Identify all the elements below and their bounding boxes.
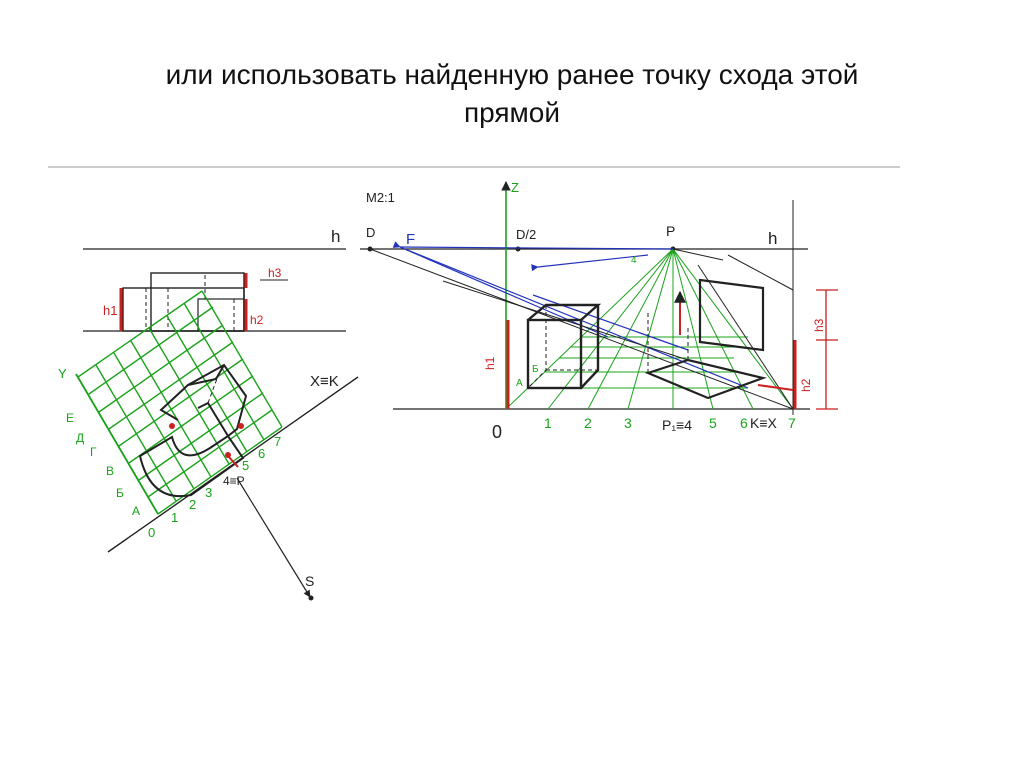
plan-number-0: 0 [148, 525, 155, 540]
ray-label-u: 4 [631, 255, 637, 266]
z-axis-label: Z [511, 180, 519, 195]
base-point-kx: K≡X [750, 415, 778, 431]
perspective-box-hidden [527, 305, 598, 389]
elevation-h-label: h [331, 227, 340, 246]
elevation-outline [122, 287, 245, 332]
plan-letter-v: В [106, 464, 114, 478]
house-hidden-lines [647, 280, 701, 373]
plan-letter-e: E [66, 411, 74, 425]
red-ground-segment [757, 384, 794, 391]
plan-point [169, 423, 175, 429]
principal-point-label: P [666, 223, 675, 239]
box-label-a: A [516, 378, 523, 389]
plan-letter-a: А [132, 504, 140, 518]
slide-title: или использовать найденную ранее точку с… [60, 56, 964, 132]
front-elevation: h h1 h2 h3 [83, 227, 346, 332]
plan-point [238, 423, 244, 429]
picture-plane-axis-label: X≡K [310, 373, 339, 390]
plan-hidden-line [207, 375, 219, 404]
half-distance-label: D/2 [516, 227, 536, 242]
title-line-2: прямой [463, 97, 561, 128]
horizon-h-label: h [768, 229, 777, 248]
box-label-b: Б [532, 364, 539, 375]
h2-label: h2 [799, 378, 813, 392]
blue-rays [392, 241, 749, 389]
perspective-construction-drawing: h h1 h2 h3 X≡K Y [48, 166, 900, 601]
perspective-rays [505, 248, 794, 410]
base-point-3: 3 [624, 415, 632, 431]
elevation-h3-label: h3 [268, 266, 282, 280]
origin-label: 0 [492, 422, 502, 442]
plan-view: X≡K Y E Д Г В Б А 0 [58, 290, 359, 601]
elevation-h2-label: h2 [250, 313, 264, 327]
plan-number-2: 2 [189, 497, 196, 512]
h1-label: h1 [483, 356, 497, 370]
plan-letter-b: Б [116, 486, 124, 500]
plan-number-5: 5 [242, 458, 249, 473]
plan-letter-d: Д [76, 431, 84, 445]
elevation-h1-label: h1 [103, 303, 117, 318]
plan-y-label: Y [58, 366, 67, 381]
viewing-direction-line [236, 477, 311, 598]
distance-point-label: D [366, 225, 375, 240]
plan-number-6: 6 [258, 446, 265, 461]
h3-label: h3 [812, 318, 826, 332]
perspective-box [526, 303, 602, 390]
title-line-1: или использовать найденную ранее точку с… [165, 59, 859, 90]
elevation-inner-block [197, 298, 245, 332]
plan-number-1: 1 [171, 510, 178, 525]
base-point-7: 7 [788, 415, 796, 431]
base-point-6: 6 [740, 415, 748, 431]
scale-label: M2:1 [366, 190, 395, 205]
base-point-5: 5 [709, 415, 717, 431]
perspective-view: h M2:1 Z D D/2 F P [360, 180, 838, 442]
plan-number-7: 7 [274, 434, 281, 449]
base-point-1: 1 [544, 415, 552, 431]
base-point-p1-4: P₁≡4 [662, 417, 692, 433]
half-distance-point [515, 246, 521, 252]
viewer-station-point [308, 595, 314, 601]
plan-letter-g: Г [90, 445, 97, 459]
plan-number-3: 3 [205, 485, 212, 500]
plan-red-segment [227, 455, 239, 468]
viewer-label: S [305, 573, 314, 589]
vanishing-point-f-label: F [406, 231, 415, 248]
plan-number-4p: 4≡P [223, 474, 245, 488]
base-point-2: 2 [584, 415, 592, 431]
perspective-house [644, 278, 767, 400]
